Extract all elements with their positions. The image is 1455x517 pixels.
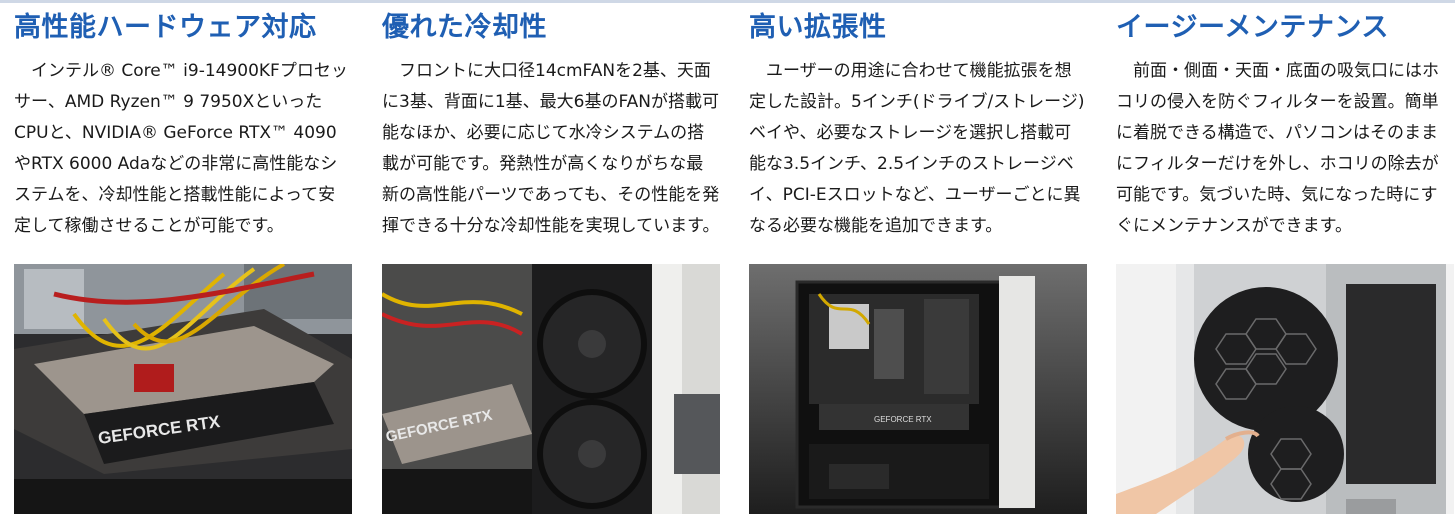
filter-removal-photo (1116, 264, 1454, 514)
feature-title: 優れた冷却性 (382, 12, 547, 43)
top-divider (0, 0, 1455, 3)
feature-expandability: 高い拡張性 ユーザーの用途に合わせて機能拡張を想定した設計。5インチ(ドライブ/… (749, 6, 1087, 514)
fans-photo: GEFORCE RTX (382, 264, 720, 514)
feature-easy-maintenance: イージーメンテナンス 前面・側面・天面・底面の吸気口にはホコリの侵入を防ぐフィル… (1116, 6, 1454, 514)
feature-cooling: 優れた冷却性 フロントに大口径14cmFANを2基、天面に3基、背面に1基、最大… (382, 6, 720, 514)
feature-description: フロントに大口径14cmFANを2基、天面に3基、背面に1基、最大6基のFANが… (382, 61, 720, 236)
feature-title: イージーメンテナンス (1116, 12, 1389, 43)
feature-title: 高い拡張性 (749, 12, 887, 43)
gpu-photo: GEFORCE RTX (14, 264, 352, 514)
case-interior-photo: GEFORCE RTX (749, 264, 1087, 514)
feature-description: ユーザーの用途に合わせて機能拡張を想定した設計。5インチ(ドライブ/ストレージ)… (749, 61, 1085, 236)
feature-title: 高性能ハードウェア対応 (14, 12, 317, 43)
feature-description: インテル® Core™ i9-14900KFプロセッサー、AMD Ryzen™ … (14, 61, 348, 236)
gpu-label-text: GEFORCE RTX (874, 415, 932, 424)
feature-description: 前面・側面・天面・底面の吸気口にはホコリの侵入を防ぐフィルターを設置。簡単に着脱… (1116, 61, 1439, 236)
feature-high-performance: 高性能ハードウェア対応 インテル® Core™ i9-14900KFプロセッサー… (14, 6, 352, 514)
